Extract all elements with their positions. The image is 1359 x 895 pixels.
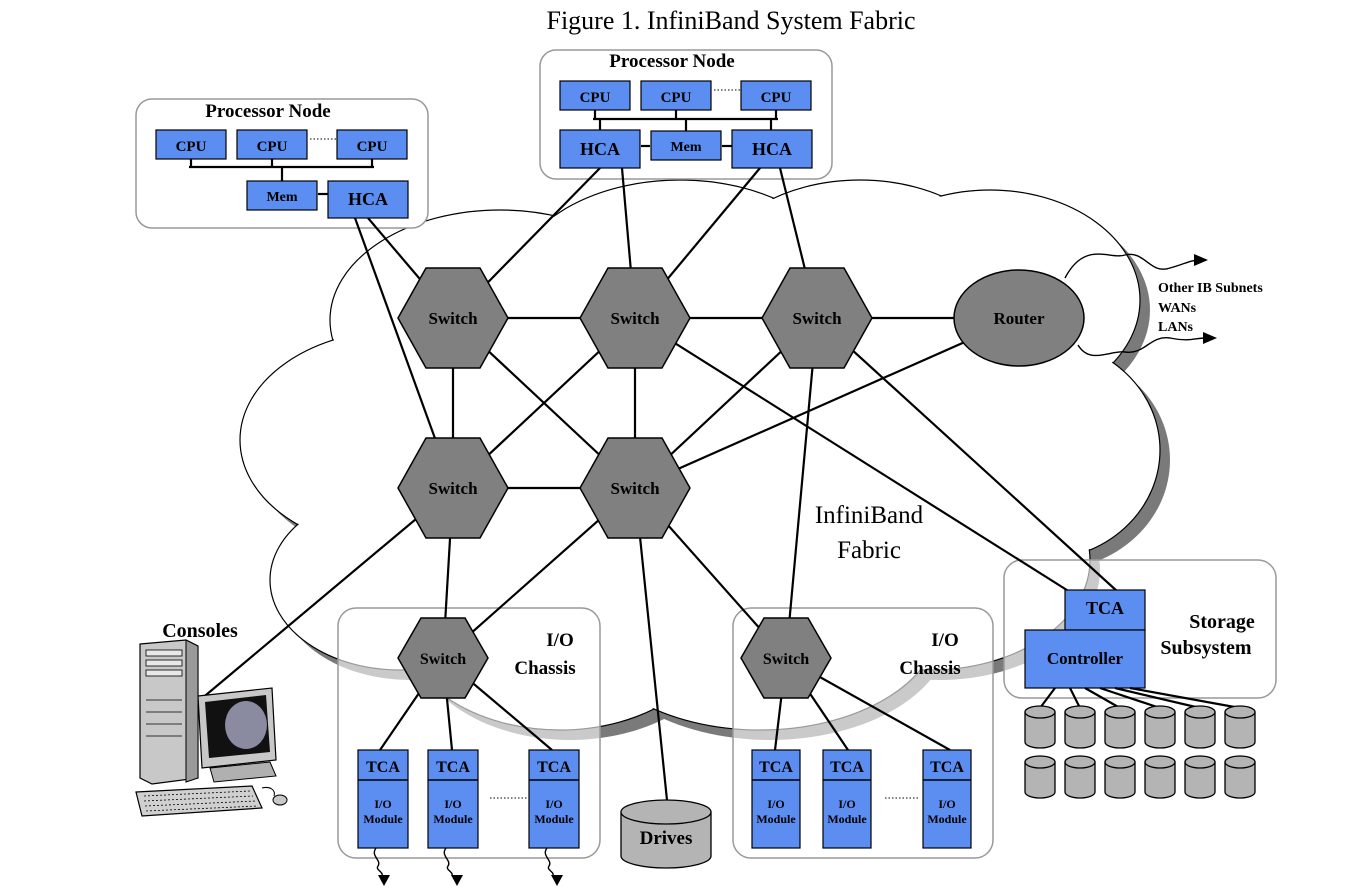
switch-node: Switch: [761, 267, 873, 369]
tca-label: TCA: [366, 759, 400, 776]
io-modules-right: TCA I/O Module TCA I/O Module TCA I/O Mo…: [751, 749, 972, 849]
io-module-label: I/O: [938, 797, 955, 811]
cpu-label: CPU: [257, 139, 288, 155]
consoles-label: Consoles: [162, 620, 238, 642]
tca-label: TCA: [537, 759, 571, 776]
processor-node-top-title: Processor Node: [609, 51, 734, 72]
cpu-label: CPU: [580, 90, 611, 106]
switch-label: Switch: [428, 479, 478, 498]
hca-label: HCA: [348, 189, 388, 209]
io-chassis-right-label: Chassis: [899, 658, 960, 679]
io-module-outputs: [373, 847, 563, 886]
mem-label: Mem: [670, 140, 701, 155]
storage-disks: [1024, 705, 1256, 799]
switch-node: Switch: [579, 437, 691, 539]
hca-label: HCA: [752, 139, 792, 159]
switch-label: Switch: [763, 651, 809, 668]
io-module-label: Module: [756, 812, 796, 826]
storage-subsystem-contents: TCA Controller Storage Subsystem: [1024, 589, 1256, 799]
hca-label: HCA: [580, 139, 620, 159]
switch-node: Switch: [397, 267, 509, 369]
switches: Switch Switch Switch Switch Switch Switc…: [397, 267, 873, 699]
io-module-label: Module: [433, 812, 473, 826]
processor-node-top-contents: Processor Node CPU CPU CPU HCA Mem HCA: [559, 51, 813, 169]
io-chassis-left-label: I/O: [546, 630, 573, 651]
io-modules-left: TCA I/O Module TCA I/O Module TCA I/O Mo…: [357, 749, 580, 849]
io-module-label: I/O: [444, 797, 461, 811]
router-node: Router: [953, 269, 1085, 367]
io-module-label: Module: [534, 812, 574, 826]
tca-label: TCA: [436, 759, 470, 776]
figure-title: Figure 1. InfiniBand System Fabric: [546, 6, 915, 35]
fabric-label-line2: Fabric: [837, 537, 901, 564]
router-label: Router: [994, 309, 1045, 328]
tca-label: TCA: [930, 759, 964, 776]
io-module-label: I/O: [838, 797, 855, 811]
storage-disk-links: [1039, 686, 1241, 710]
io-module-label: I/O: [767, 797, 784, 811]
cpu-label: CPU: [761, 90, 792, 106]
processor-node-left-title: Processor Node: [205, 101, 330, 122]
switch-label: Switch: [792, 309, 842, 328]
switch-node: Switch: [740, 617, 832, 699]
io-module-label: Module: [363, 812, 403, 826]
switch-label: Switch: [610, 309, 660, 328]
io-module-label: I/O: [374, 797, 391, 811]
external-label-subnets: Other IB Subnets: [1158, 281, 1263, 296]
disk-drive-icon: Drives: [620, 799, 712, 869]
storage-label: Storage: [1189, 611, 1255, 633]
processor-node-left-contents: Processor Node CPU CPU CPU Mem HCA: [155, 101, 409, 219]
switch-node: Switch: [397, 617, 489, 699]
external-label-wans: WANs: [1158, 301, 1197, 316]
io-module-label: Module: [927, 812, 967, 826]
io-module-label: I/O: [545, 797, 562, 811]
storage-label: Subsystem: [1160, 637, 1251, 659]
switch-label: Switch: [420, 651, 466, 668]
cpu-label: CPU: [357, 139, 388, 155]
drives-label: Drives: [640, 828, 693, 849]
cpu-label: CPU: [661, 90, 692, 106]
io-chassis-left-label: Chassis: [514, 658, 575, 679]
external-label-lans: LANs: [1158, 320, 1194, 335]
switch-node: Switch: [397, 437, 509, 539]
tca-label: TCA: [830, 759, 864, 776]
io-module-label: Module: [827, 812, 867, 826]
mem-label: Mem: [266, 190, 297, 205]
fabric-label-line1: InfiniBand: [815, 502, 924, 529]
controller-label: Controller: [1047, 649, 1124, 668]
computer-console-icon: [135, 639, 288, 817]
tca-label: TCA: [759, 759, 793, 776]
switch-label: Switch: [610, 479, 660, 498]
cpu-label: CPU: [176, 139, 207, 155]
external-links: [1064, 253, 1217, 357]
switch-node: Switch: [579, 267, 691, 369]
tca-label: TCA: [1086, 598, 1124, 618]
io-chassis-right-label: I/O: [931, 630, 958, 651]
switch-label: Switch: [428, 309, 478, 328]
